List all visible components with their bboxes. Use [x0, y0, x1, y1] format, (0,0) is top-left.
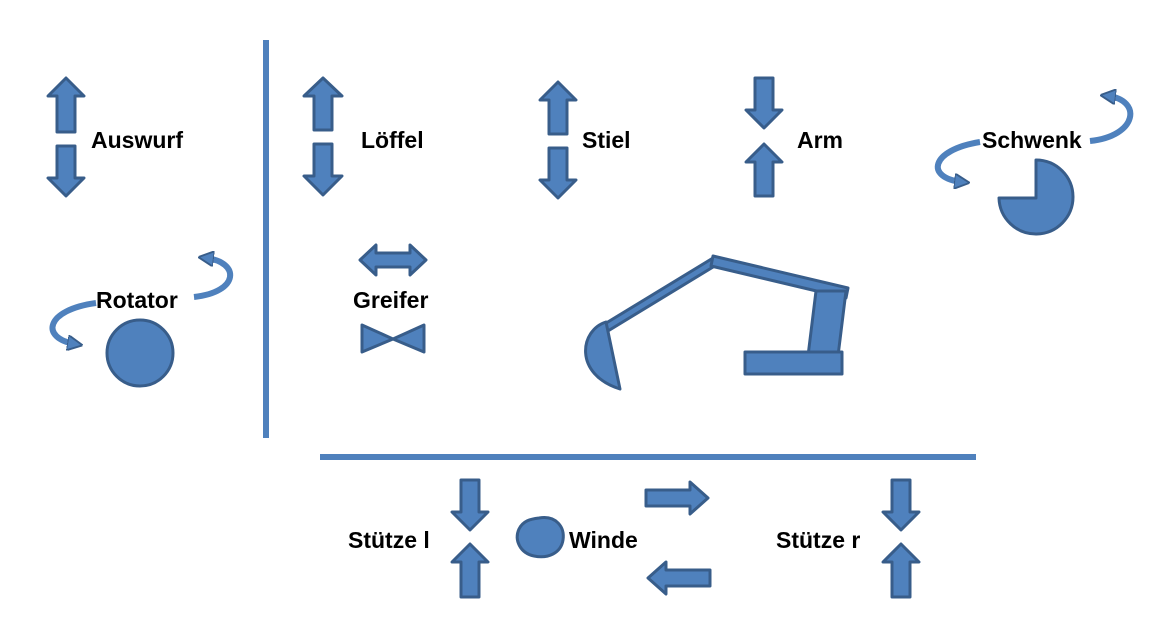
winde-label: Winde: [569, 527, 638, 553]
winde-opposing-arrows-icon: [644, 480, 712, 596]
loeffel-label: Löffel: [361, 127, 424, 153]
schwenk-label: Schwenk: [982, 127, 1082, 153]
stuetze-l-converging-arrows-icon: [450, 478, 490, 599]
stiel-arrows-icon: [538, 80, 578, 200]
auswurf-label: Auswurf: [91, 127, 183, 153]
stuetze-l-label: Stütze l: [348, 527, 430, 553]
schwenk-pie-sector-icon: [997, 158, 1075, 236]
schwenk-rotation-icon: [934, 96, 1134, 236]
rotator-label: Rotator: [96, 287, 178, 313]
excavator-icon: [584, 254, 850, 391]
greifer-label: Greifer: [353, 287, 429, 313]
stuetze-r-converging-arrows-icon: [881, 478, 921, 599]
stiel-label: Stiel: [582, 127, 631, 153]
auswurf-arrows-icon: [46, 76, 86, 198]
rotator-circle-icon: [105, 318, 175, 388]
greifer-bowtie-icon: [360, 323, 426, 354]
winde-winch-drum-icon: [515, 516, 565, 559]
arm-converging-arrows-icon: [744, 76, 784, 198]
loeffel-arrows-icon: [302, 76, 344, 197]
arm-label: Arm: [797, 127, 844, 153]
stuetze-r-label: Stütze r: [776, 527, 861, 553]
rotator-rotation-icon: [49, 258, 234, 388]
greifer-gripper-icon: [358, 243, 428, 354]
